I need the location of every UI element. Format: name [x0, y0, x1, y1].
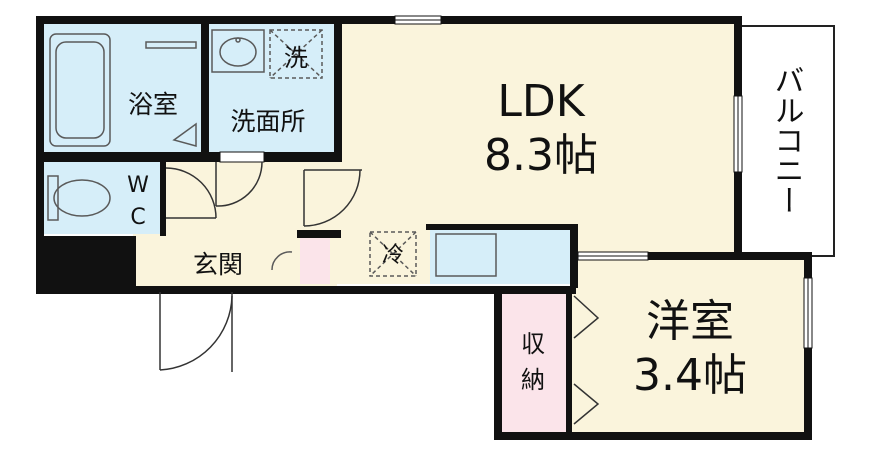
bathroom-floor: [42, 22, 203, 154]
western-room-size-label: 3.4帖: [633, 350, 747, 401]
ldk-size-label: 8.3帖: [484, 130, 598, 181]
windows: [219, 15, 813, 349]
kitchen-counter: [430, 228, 570, 284]
fixtures: [47, 29, 497, 277]
entrance-label: 玄関: [193, 250, 243, 279]
doors: [159, 161, 600, 425]
storage-floor: [500, 292, 566, 432]
washroom-floor: [207, 22, 335, 154]
balcony-floor: [739, 25, 835, 257]
western-room-floor: [572, 258, 808, 434]
ldk-name-label: LDK: [497, 76, 585, 127]
wc-floor: [42, 162, 164, 234]
bathroom-label: 浴室: [128, 90, 178, 119]
western-room-name-label: 洋室: [646, 296, 734, 347]
washroom-label: 洗面所: [230, 107, 305, 136]
storage-label-top: 収: [521, 330, 545, 358]
shoe-storage: [300, 236, 330, 284]
wc-c-label: C: [130, 205, 145, 230]
fridge-label: 冷: [382, 243, 404, 268]
balcony-label: バルコニー: [769, 65, 804, 215]
washer-label: 洗: [284, 44, 308, 72]
wc-w-label: W: [127, 173, 149, 198]
storage-label-bottom: 納: [521, 366, 545, 394]
